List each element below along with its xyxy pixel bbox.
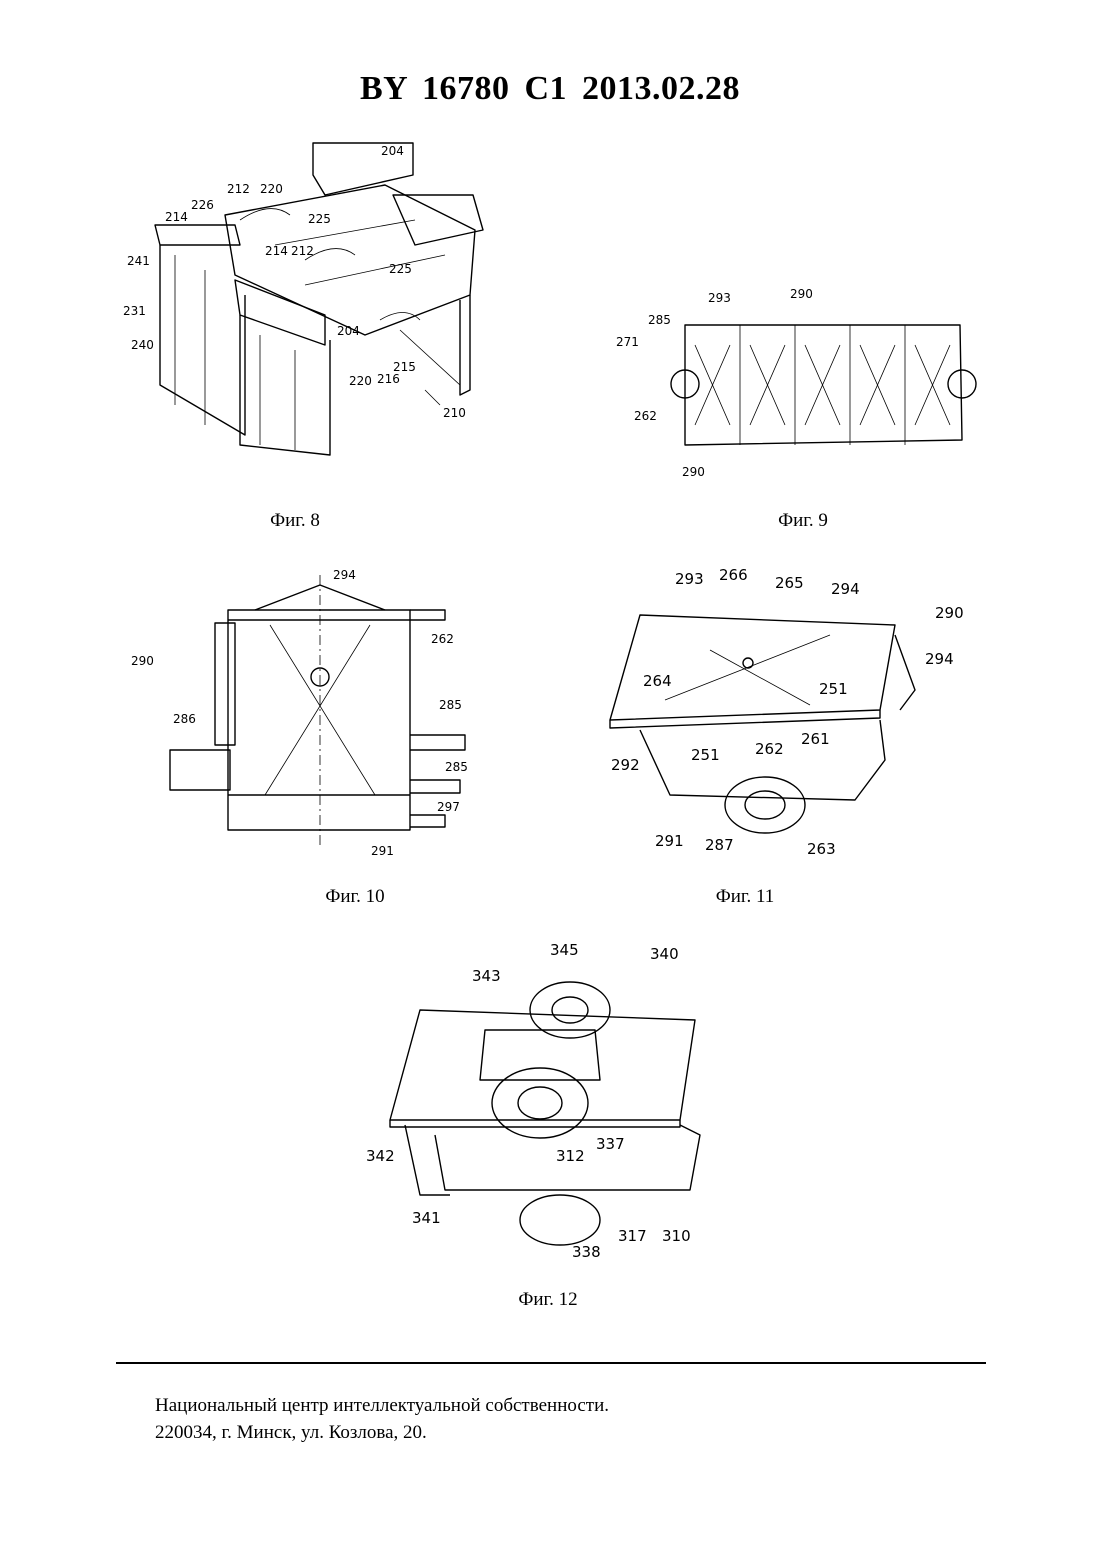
fig10-label: 285 [445, 760, 468, 774]
fig10-label: 297 [437, 800, 460, 814]
fig12-label: 310 [662, 1227, 691, 1245]
fig11-label: 261 [801, 730, 830, 748]
footer: Национальный центр интеллектуальной собс… [155, 1392, 609, 1446]
fig12-label: 340 [650, 945, 679, 963]
fig12-label: 343 [472, 967, 501, 985]
fig8-label: 212 [291, 244, 314, 258]
fig11-label: 287 [705, 836, 734, 854]
fig8-label: 231 [123, 304, 146, 318]
fig9-label: 293 [708, 291, 731, 305]
fig8-label: 215 [393, 360, 416, 374]
figure-10-caption: Фиг. 10 [255, 886, 455, 908]
figure-11-caption: Фиг. 11 [645, 886, 845, 908]
fig11-label: 262 [755, 740, 784, 758]
fig11-label: 251 [819, 680, 848, 698]
figure-11-drawing: 293 266 265 294 290 294 264 251 292 251 … [595, 560, 985, 865]
fig10-label: 290 [131, 654, 154, 668]
fig8-label: 216 [377, 372, 400, 386]
figure-9-drawing: 293 290 285 271 262 290 [610, 280, 980, 490]
fig10-label: 286 [173, 712, 196, 726]
fig8-label: 220 [260, 182, 283, 196]
document-header: BY 16780 C1 2013.02.28 [0, 70, 1100, 108]
fig11-label: 290 [935, 604, 964, 622]
figure-12-drawing: 345 340 343 342 337 312 341 338 317 310 [360, 935, 710, 1265]
fig8-label: 240 [131, 338, 154, 352]
fig10-label: 285 [439, 698, 462, 712]
fig8-label: 204 [337, 324, 360, 338]
figure-12-caption: Фиг. 12 [448, 1289, 648, 1311]
fig11-label: 266 [719, 566, 748, 584]
fig9-label: 262 [634, 409, 657, 423]
fig10-label: 294 [333, 568, 356, 582]
fig8-label: 225 [308, 212, 331, 226]
fig8-label: 226 [191, 198, 214, 212]
fig11-label: 293 [675, 570, 704, 588]
fig9-label: 271 [616, 335, 639, 349]
fig11-label: 251 [691, 746, 720, 764]
fig11-label: 292 [611, 756, 640, 774]
fig11-label: 294 [925, 650, 954, 668]
fig11-label: 263 [807, 840, 836, 858]
figure-10-drawing: 294 262 290 285 286 285 297 291 [125, 565, 505, 865]
fig11-label: 264 [643, 672, 672, 690]
fig10-label: 262 [431, 632, 454, 646]
fig9-label: 290 [682, 465, 705, 479]
fig12-label: 345 [550, 941, 579, 959]
fig9-label: 285 [648, 313, 671, 327]
fig8-label: 241 [127, 254, 150, 268]
fig12-label: 317 [618, 1227, 647, 1245]
fig8-label: 220 [349, 374, 372, 388]
fig12-label: 312 [556, 1147, 585, 1165]
fig8-label: 214 [165, 210, 188, 224]
footer-address: 220034, г. Минск, ул. Козлова, 20. [155, 1419, 609, 1446]
fig12-label: 342 [366, 1147, 395, 1165]
fig10-label: 291 [371, 844, 394, 858]
fig8-label: 210 [443, 406, 466, 420]
fig12-label: 341 [412, 1209, 441, 1227]
fig12-label: 338 [572, 1243, 601, 1261]
fig9-label: 290 [790, 287, 813, 301]
fig8-label: 225 [389, 262, 412, 276]
fig8-label: 204 [381, 144, 404, 158]
footer-divider [116, 1362, 986, 1364]
footer-organization: Национальный центр интеллектуальной собс… [155, 1392, 609, 1419]
figure-8-drawing: 204 212 220 226 214 225 214 212 225 241 … [115, 135, 500, 465]
figure-8-caption: Фиг. 8 [195, 510, 395, 532]
figure-9-caption: Фиг. 9 [703, 510, 903, 532]
fig11-label: 294 [831, 580, 860, 598]
fig8-label: 214 [265, 244, 288, 258]
fig11-label: 265 [775, 574, 804, 592]
fig12-label: 337 [596, 1135, 625, 1153]
fig8-label: 212 [227, 182, 250, 196]
fig11-label: 291 [655, 832, 684, 850]
